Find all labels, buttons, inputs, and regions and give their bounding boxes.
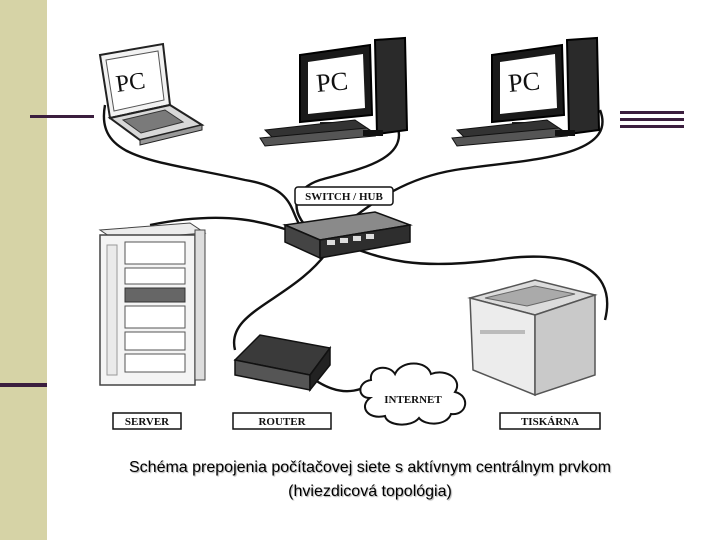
decorative-line	[620, 118, 684, 121]
desktop-pc-2-label: PC	[507, 66, 541, 98]
decorative-line	[620, 111, 684, 114]
sidebar-strip	[0, 0, 47, 540]
internet-label: INTERNET	[384, 394, 442, 406]
cable-router-switch	[234, 248, 330, 350]
router	[235, 335, 330, 390]
switch-label: SWITCH / HUB	[305, 191, 383, 203]
decorative-line	[30, 115, 94, 118]
desktop-pc-1: PC	[260, 38, 407, 146]
printer-label: TISKÁRNA	[521, 416, 579, 428]
network-diagram: PC PC PC SWITCH / HUB	[95, 30, 620, 440]
laptop-label: PC	[114, 68, 147, 98]
router-label-box: ROUTER	[233, 413, 331, 429]
router-label: ROUTER	[258, 416, 306, 428]
decorative-line	[0, 383, 47, 387]
decorative-line	[620, 125, 684, 128]
internet-cloud: INTERNET	[360, 364, 465, 425]
switch-label-box: SWITCH / HUB	[295, 187, 393, 205]
switch-hub	[285, 212, 410, 258]
caption-line-1: Schéma prepojenia počítačovej siete s ak…	[60, 456, 680, 480]
printer	[470, 280, 595, 395]
laptop: PC	[100, 44, 202, 145]
desktop-pc-1-label: PC	[315, 66, 349, 98]
desktop-pc-2: PC	[452, 38, 599, 146]
server-label-box: SERVER	[113, 413, 181, 429]
server-rack	[100, 223, 205, 385]
caption-line-2: (hviezdicová topológia)	[60, 480, 680, 504]
server-label: SERVER	[125, 416, 170, 428]
printer-label-box: TISKÁRNA	[500, 413, 600, 429]
figure-caption: Schéma prepojenia počítačovej siete s ak…	[60, 456, 680, 504]
